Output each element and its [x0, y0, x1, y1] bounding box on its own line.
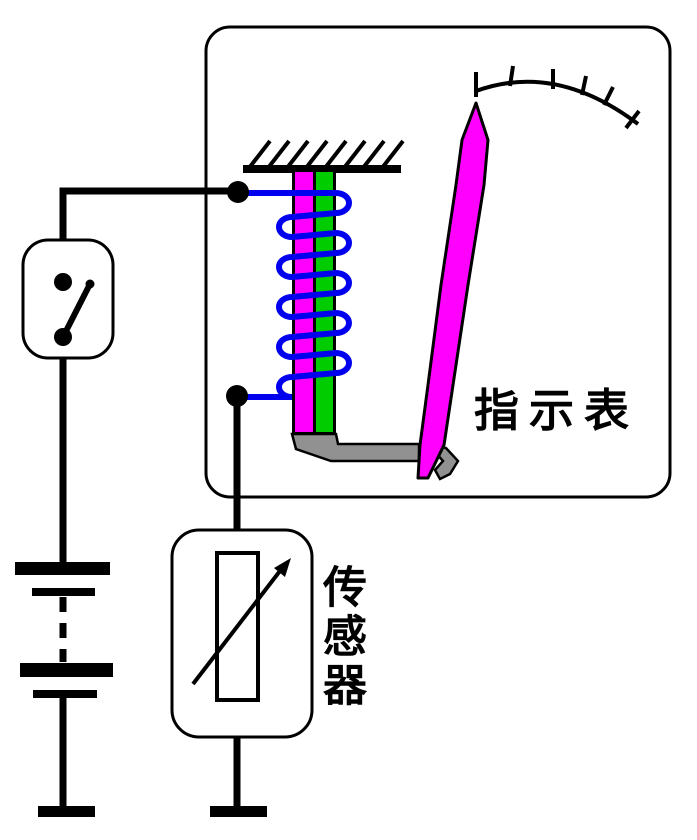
coil-winding — [237, 190, 352, 400]
switch-blade — [60, 281, 93, 340]
dial-scale — [474, 65, 641, 130]
sensor — [170, 528, 314, 739]
pointer-needle — [416, 101, 490, 480]
scale-arc — [475, 79, 640, 126]
switch-terminal-top — [54, 273, 72, 291]
switch-box — [21, 238, 115, 360]
ceiling-hatching — [247, 139, 405, 170]
battery — [15, 562, 113, 698]
switch-blade-tip — [85, 279, 95, 289]
battery-plate-long-2 — [20, 663, 113, 677]
terminal-dot-top — [227, 181, 249, 203]
resistor-arrow-shaft — [191, 565, 285, 686]
scale-ticks — [474, 65, 641, 130]
battery-plate-short-2 — [33, 690, 97, 698]
core-magenta-stripe — [295, 172, 313, 432]
terminal-dot-bottom — [226, 385, 248, 407]
battery-plate-short-1 — [32, 588, 95, 596]
resistor-arrowhead — [274, 558, 291, 577]
ceiling-mount — [243, 139, 405, 173]
battery-end-terminal — [38, 806, 95, 817]
switch-terminal-bottom — [54, 328, 72, 346]
switch — [21, 238, 115, 360]
sensor-label: 传感器 — [315, 564, 366, 711]
sensor-end-terminal — [210, 806, 267, 817]
battery-plate-long-1 — [15, 562, 110, 575]
ceiling-bar — [243, 165, 401, 173]
meter-label: 指示表 — [474, 384, 640, 437]
